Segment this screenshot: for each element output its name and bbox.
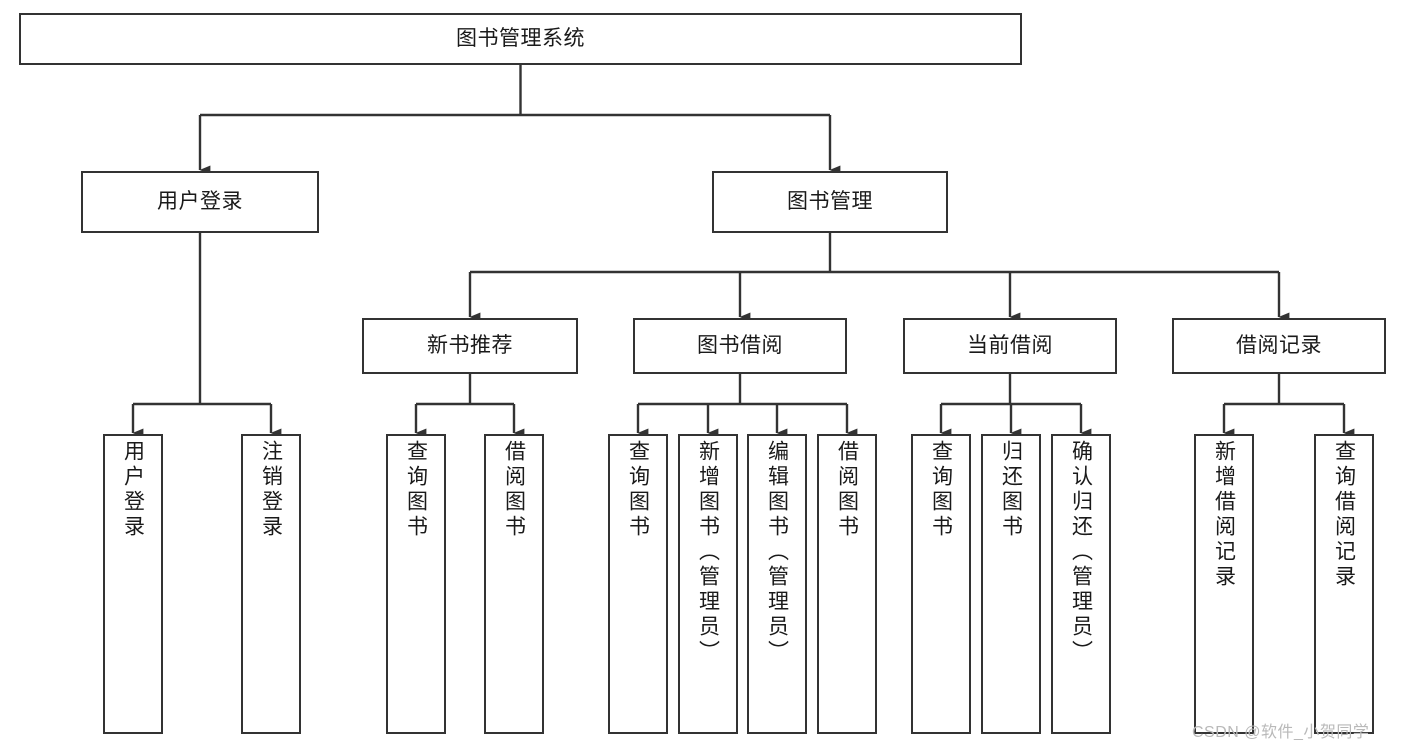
- node-label: 查询图书: [626, 440, 650, 540]
- node-leaf-add-book[interactable]: 新增图书（管理员）: [678, 434, 738, 734]
- node-leaf-query-book-2[interactable]: 查询图书: [608, 434, 668, 734]
- node-leaf-borrow-book-1[interactable]: 借阅图书: [484, 434, 544, 734]
- node-leaf-edit-book[interactable]: 编辑图书（管理员）: [747, 434, 807, 734]
- node-leaf-logout[interactable]: 注销登录: [241, 434, 301, 734]
- node-leaf-query-book-3[interactable]: 查询图书: [911, 434, 971, 734]
- node-label: 用户登录: [157, 189, 243, 213]
- node-leaf-query-record[interactable]: 查询借阅记录: [1314, 434, 1374, 734]
- node-book-borrow[interactable]: 图书借阅: [633, 318, 847, 374]
- node-book-manage[interactable]: 图书管理: [712, 171, 948, 233]
- node-label: 查询借阅记录: [1332, 440, 1356, 590]
- node-label: 新增借阅记录: [1212, 440, 1236, 590]
- node-user-login[interactable]: 用户登录: [81, 171, 319, 233]
- node-label: 注销登录: [259, 440, 283, 540]
- node-label: 借阅图书: [502, 440, 526, 540]
- node-label: 归还图书: [999, 440, 1023, 540]
- node-label: 新增图书（管理员）: [696, 440, 720, 665]
- node-label: 新书推荐: [427, 333, 513, 357]
- node-borrow-record[interactable]: 借阅记录: [1172, 318, 1386, 374]
- node-root[interactable]: 图书管理系统: [19, 13, 1022, 65]
- node-label: 图书借阅: [697, 333, 783, 357]
- node-label: 图书管理: [787, 189, 873, 213]
- node-label: 借阅记录: [1236, 333, 1322, 357]
- node-label: 用户登录: [121, 440, 145, 540]
- node-leaf-confirm-return[interactable]: 确认归还（管理员）: [1051, 434, 1111, 734]
- node-leaf-borrow-book-2[interactable]: 借阅图书: [817, 434, 877, 734]
- node-label: 当前借阅: [967, 333, 1053, 357]
- node-label: 图书管理系统: [456, 26, 585, 50]
- node-new-book-recommend[interactable]: 新书推荐: [362, 318, 578, 374]
- node-current-borrow[interactable]: 当前借阅: [903, 318, 1117, 374]
- node-leaf-return-book[interactable]: 归还图书: [981, 434, 1041, 734]
- connector-lines: [131, 65, 1355, 438]
- node-leaf-add-record[interactable]: 新增借阅记录: [1194, 434, 1254, 734]
- node-label: 查询图书: [404, 440, 428, 540]
- node-label: 借阅图书: [835, 440, 859, 540]
- node-label: 确认归还（管理员）: [1069, 440, 1093, 665]
- node-leaf-query-book-1[interactable]: 查询图书: [386, 434, 446, 734]
- node-label: 编辑图书（管理员）: [765, 440, 789, 665]
- node-label: 查询图书: [929, 440, 953, 540]
- node-leaf-user-login[interactable]: 用户登录: [103, 434, 163, 734]
